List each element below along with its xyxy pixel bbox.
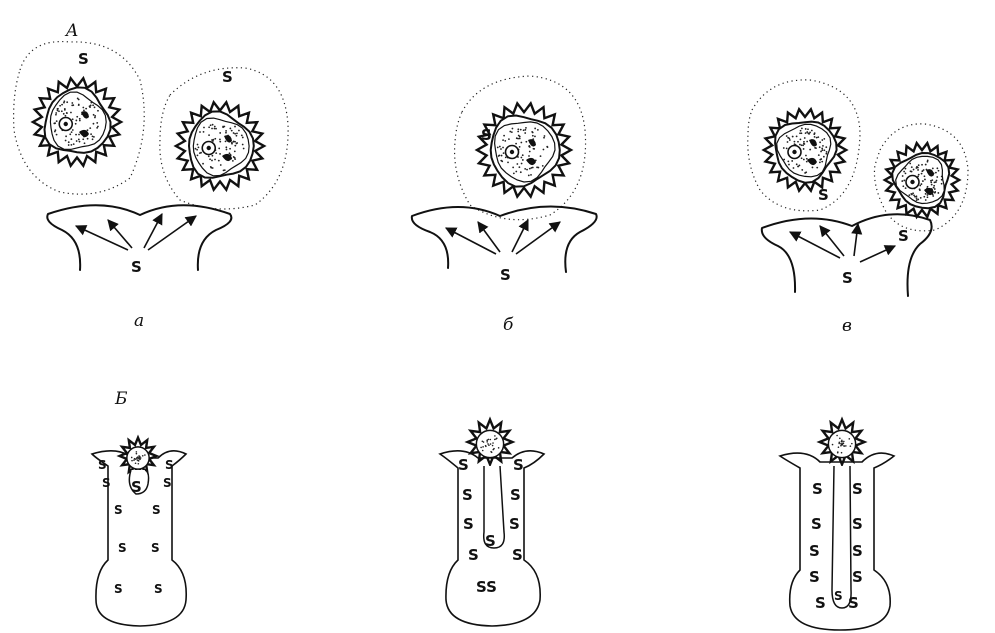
s-allele-label: S (131, 478, 142, 496)
ss-label: SS (476, 578, 497, 596)
pollen-grain (764, 109, 846, 190)
s-allele-label: S (512, 546, 523, 564)
s-allele-label: S (131, 258, 142, 276)
s-allele-label: S (165, 458, 174, 472)
s-allele-label: S (481, 126, 492, 144)
s-allele-label: S (842, 269, 853, 287)
stigma (412, 206, 597, 272)
s-allele-label: S (812, 480, 823, 498)
arrow (790, 232, 840, 258)
s-allele-label: S (118, 541, 127, 555)
panel-caption-v: в (842, 316, 852, 336)
arrow (860, 246, 895, 262)
s-allele-label: S (509, 515, 520, 533)
panel-b: S S б (412, 76, 597, 335)
s-allele-label: S (152, 503, 161, 517)
s-allele-label: S (815, 594, 826, 612)
s-allele-label: S (458, 456, 469, 474)
s-allele-label: S (500, 266, 511, 284)
arrow (148, 216, 196, 250)
s-allele-label: S (811, 515, 822, 533)
arrow (820, 226, 844, 256)
s-allele-label: S (818, 186, 829, 204)
pistil-1: S SSSSSSSSSS (92, 438, 186, 626)
s-allele-label: S (510, 486, 521, 504)
s-allele-label: S (222, 68, 233, 86)
s-allele-label: S (154, 582, 163, 596)
s-allele-label: S (485, 532, 496, 550)
s-allele-label: S (468, 546, 479, 564)
pollen-grain (477, 103, 571, 196)
pistil-3: S SSSSSSSSSS (780, 420, 894, 630)
section-b-label: Б (114, 389, 128, 409)
arrow (516, 222, 560, 254)
pollen-grain (885, 143, 959, 217)
s-allele-label: S (151, 541, 160, 555)
s-allele-label: S (114, 503, 123, 517)
s-allele-label: S (463, 515, 474, 533)
s-allele-label: S (98, 458, 107, 472)
pollen-grain (820, 420, 865, 465)
panel-caption-a: а (134, 311, 144, 331)
s-allele-label: S (852, 515, 863, 533)
s-allele-label: S (809, 542, 820, 560)
arrow (478, 222, 500, 252)
arrow (108, 220, 132, 248)
s-allele-label: S (163, 476, 172, 490)
s-allele-label: S (898, 227, 909, 245)
s-allele-label: S (848, 594, 859, 612)
s-allele-label: S (852, 542, 863, 560)
pollen-tube (832, 466, 851, 608)
panel-a: S S S а (14, 42, 289, 331)
pistil-2: S SSSSSSSS SS (440, 420, 544, 626)
section-a-label: A (64, 21, 78, 41)
s-allele-label: S (114, 582, 123, 596)
pollen-grain (176, 102, 264, 189)
s-allele-label: S (513, 456, 524, 474)
arrow (76, 226, 128, 250)
arrow (446, 228, 496, 254)
s-allele-label: S (852, 480, 863, 498)
s-allele-label: S (462, 486, 473, 504)
s-allele-label: S (78, 50, 89, 68)
arrow (854, 224, 858, 256)
s-allele-label: S (852, 568, 863, 586)
s-allele-label: S (809, 568, 820, 586)
s-allele-label: S (102, 476, 111, 490)
s-allele-label: S (834, 589, 843, 603)
panel-caption-b: б (503, 315, 514, 335)
panel-v: S S S в (748, 80, 968, 336)
pollen-grain (33, 78, 121, 165)
